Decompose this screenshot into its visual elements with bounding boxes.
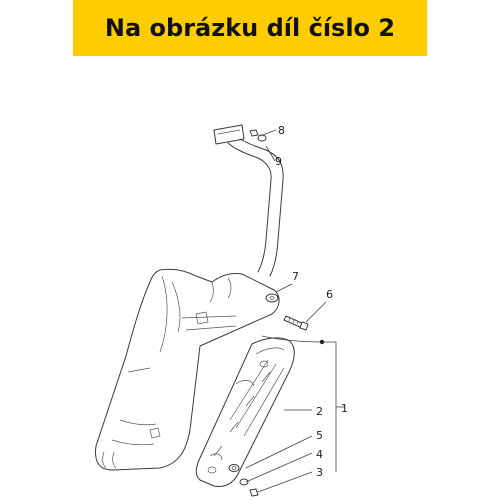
washer-upper: [265, 293, 279, 303]
callout-8: 8: [278, 124, 285, 137]
callout-2: 2: [316, 405, 323, 418]
callout-1: 1: [341, 402, 348, 415]
callout-6: 6: [326, 288, 333, 301]
exhaust-pipe: [213, 124, 284, 277]
callout-5: 5: [316, 429, 323, 442]
reference-dot: [319, 339, 325, 345]
callout-4: 4: [316, 448, 323, 461]
heat-shield: [195, 337, 295, 487]
small-hardware: [228, 464, 259, 497]
leader-lines: [245, 129, 344, 493]
callout-3: 3: [316, 466, 323, 479]
title-banner: Na obrázku díl číslo 2: [73, 0, 427, 56]
callout-7: 7: [292, 270, 299, 283]
muffler-body: [95, 268, 280, 471]
callout-9: 9: [275, 155, 282, 168]
flange-nut-and-washer: [249, 129, 267, 142]
bolt: [283, 315, 309, 331]
banner-title: Na obrázku díl číslo 2: [104, 14, 396, 42]
